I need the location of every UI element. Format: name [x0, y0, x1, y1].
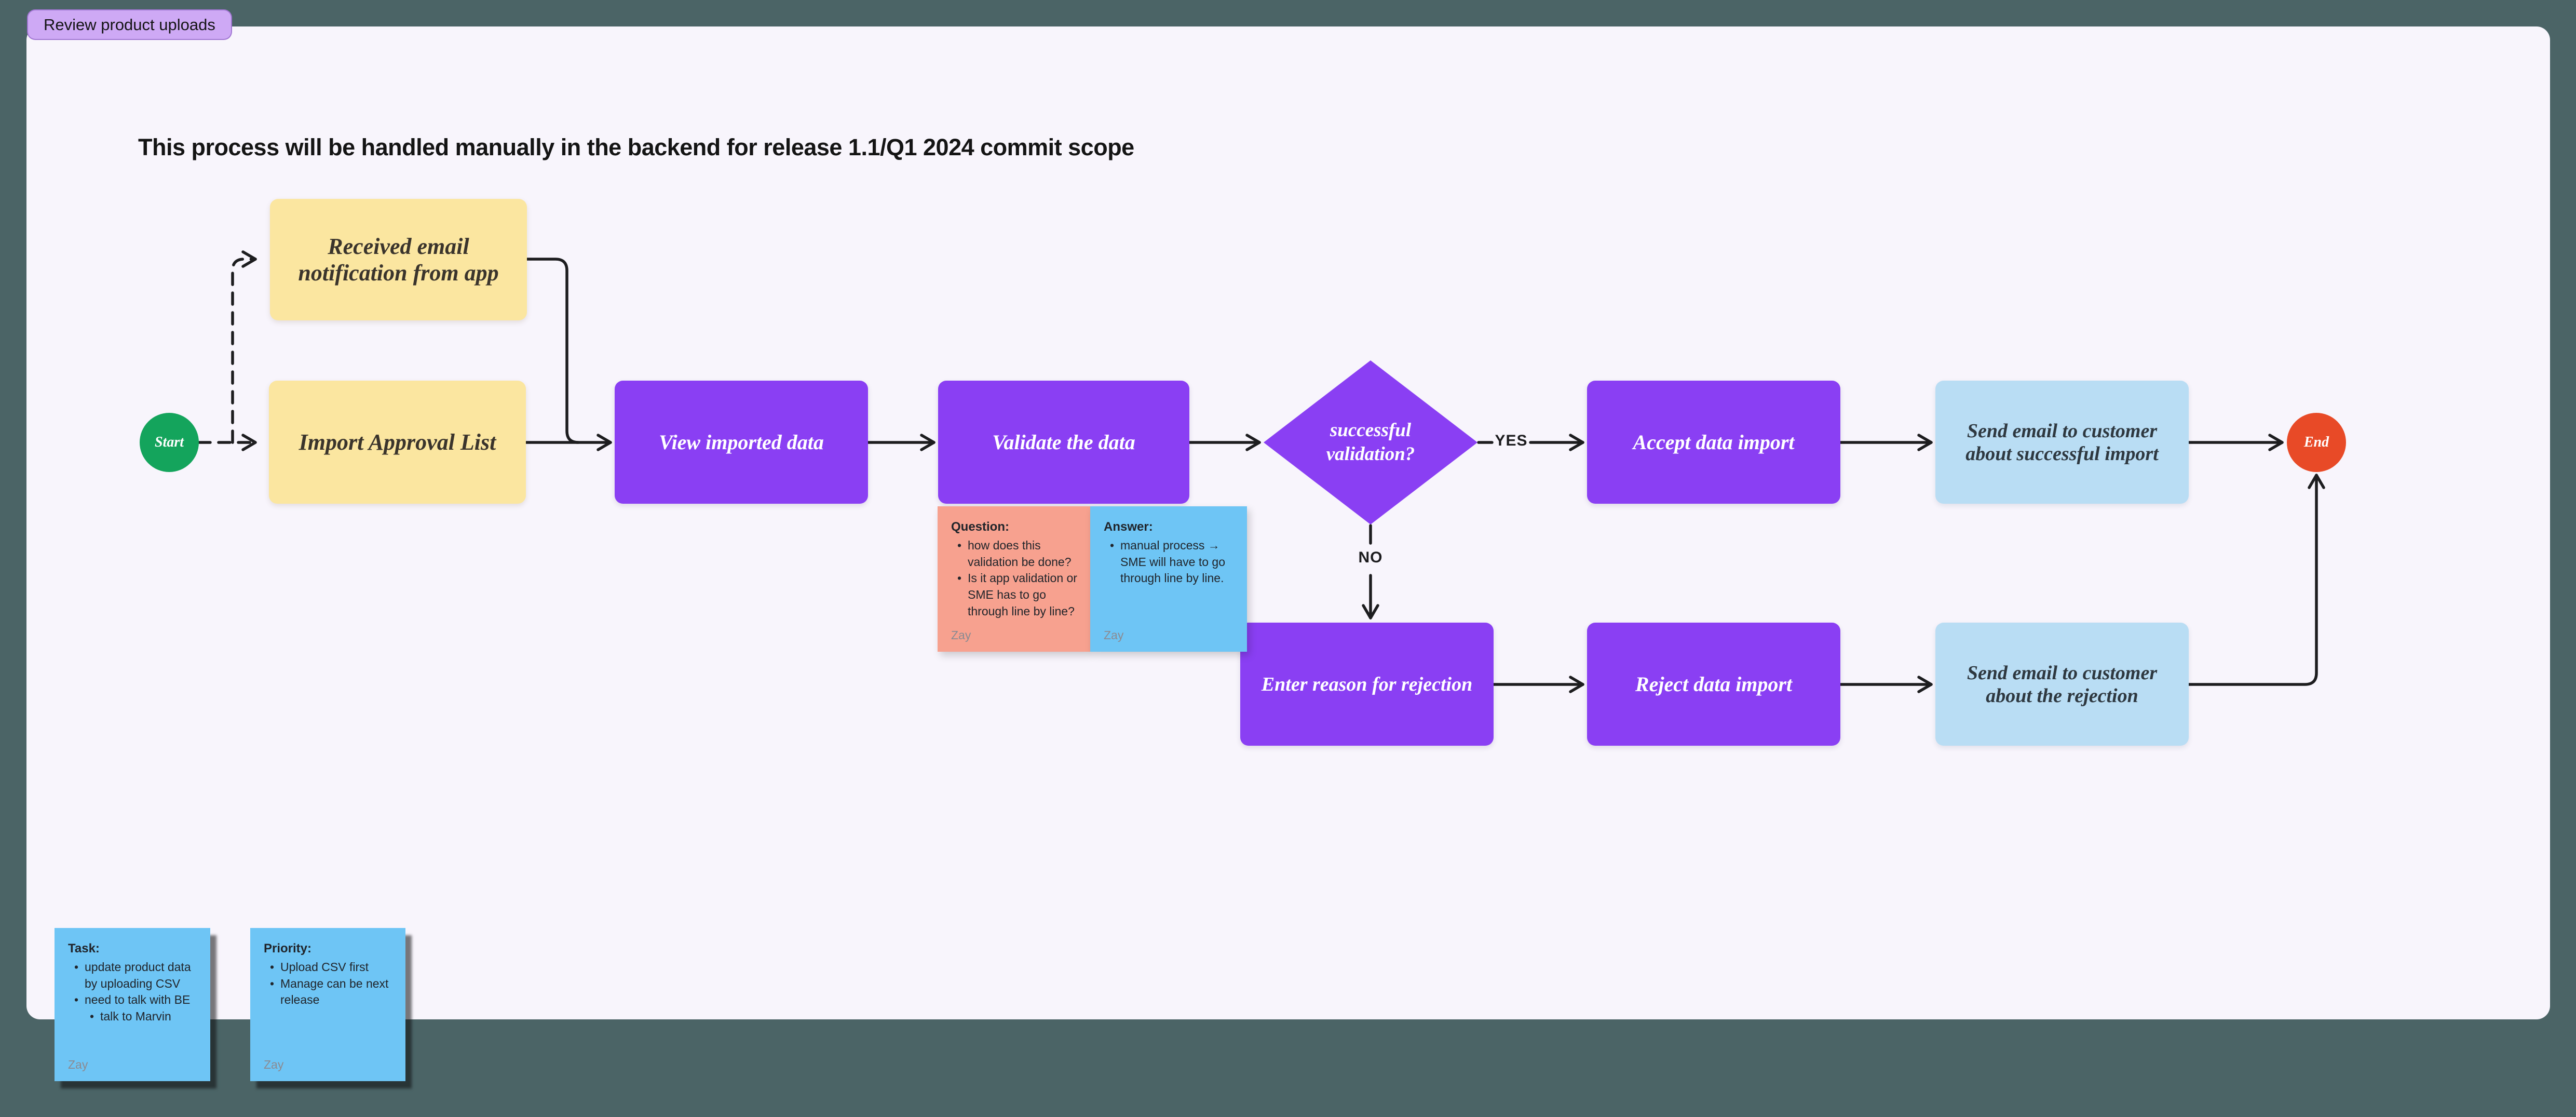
node-enter-reason-label: Enter reason for rejection: [1261, 673, 1473, 695]
branch-label-no[interactable]: NO: [1358, 549, 1383, 566]
sticky-author: Zay: [68, 1058, 88, 1071]
sticky-author: Zay: [951, 628, 971, 642]
node-enter-reason[interactable]: Enter reason for rejection: [1240, 623, 1494, 746]
list-item: Is it app validation or SME has to go th…: [951, 570, 1080, 620]
sticky-task-list: update product data by uploading CSV nee…: [68, 959, 200, 1025]
sticky-author: Zay: [264, 1058, 284, 1071]
node-received-email-label: Received email notification from app: [298, 234, 499, 286]
list-item: need to talk with BE: [68, 992, 200, 1008]
node-view-imported-data-label: View imported data: [659, 430, 824, 454]
node-validate-data[interactable]: Validate the data: [938, 381, 1189, 504]
start-label: Start: [154, 434, 184, 450]
end-label: End: [2303, 434, 2329, 450]
start-node[interactable]: Start: [140, 413, 199, 472]
node-decision-label: successful validation?: [1326, 419, 1415, 465]
sticky-priority[interactable]: Priority: Upload CSV first Manage can be…: [250, 928, 405, 1081]
node-accept-data-import-label: Accept data import: [1633, 430, 1795, 454]
node-email-rejection-label: Send email to customer about the rejecti…: [1967, 662, 2158, 707]
node-accept-data-import[interactable]: Accept data import: [1587, 381, 1840, 504]
node-reject-data-import[interactable]: Reject data import: [1587, 623, 1840, 746]
end-node[interactable]: End: [2287, 413, 2346, 472]
list-item-sub: talk to Marvin: [68, 1008, 200, 1025]
board-title[interactable]: This process will be handled manually in…: [138, 134, 1134, 160]
sticky-question[interactable]: Question: how does this validation be do…: [938, 506, 1090, 652]
list-item: manual process → SME will have to go thr…: [1104, 537, 1237, 587]
sticky-priority-list: Upload CSV first Manage can be next rele…: [264, 959, 395, 1008]
whiteboard-canvas[interactable]: [26, 26, 2550, 1019]
sticky-question-header: Question:: [951, 520, 1009, 534]
list-item: update product data by uploading CSV: [68, 959, 200, 992]
node-email-rejection[interactable]: Send email to customer about the rejecti…: [1935, 623, 2189, 746]
node-email-success[interactable]: Send email to customer about successful …: [1935, 381, 2189, 504]
list-item: Upload CSV first: [264, 959, 395, 976]
list-item: how does this validation be done?: [951, 537, 1080, 570]
sticky-priority-header: Priority:: [264, 941, 312, 955]
node-import-approval-list[interactable]: Import Approval List: [269, 381, 526, 504]
sticky-answer[interactable]: Answer: manual process → SME will have t…: [1090, 506, 1247, 652]
sticky-task[interactable]: Task: update product data by uploading C…: [55, 928, 210, 1081]
node-view-imported-data[interactable]: View imported data: [615, 381, 868, 504]
connector-rejection-email-to-end[interactable]: [2187, 474, 2325, 686]
list-item: Manage can be next release: [264, 976, 395, 1008]
node-import-approval-list-label: Import Approval List: [299, 429, 496, 455]
node-validate-data-label: Validate the data: [992, 430, 1135, 454]
node-email-success-label: Send email to customer about successful …: [1965, 420, 2159, 465]
sticky-answer-list: manual process → SME will have to go thr…: [1104, 537, 1237, 587]
node-received-email[interactable]: Received email notification from app: [270, 199, 527, 320]
node-reject-data-import-label: Reject data import: [1635, 672, 1793, 696]
sticky-author: Zay: [1104, 628, 1124, 642]
sticky-answer-header: Answer:: [1104, 520, 1153, 534]
sticky-question-list: how does this validation be done? Is it …: [951, 537, 1080, 620]
section-badge[interactable]: Review product uploads: [27, 9, 232, 40]
sticky-task-header: Task:: [68, 941, 100, 955]
connector-start-to-received[interactable]: [231, 250, 257, 444]
branch-label-yes[interactable]: YES: [1495, 432, 1528, 449]
